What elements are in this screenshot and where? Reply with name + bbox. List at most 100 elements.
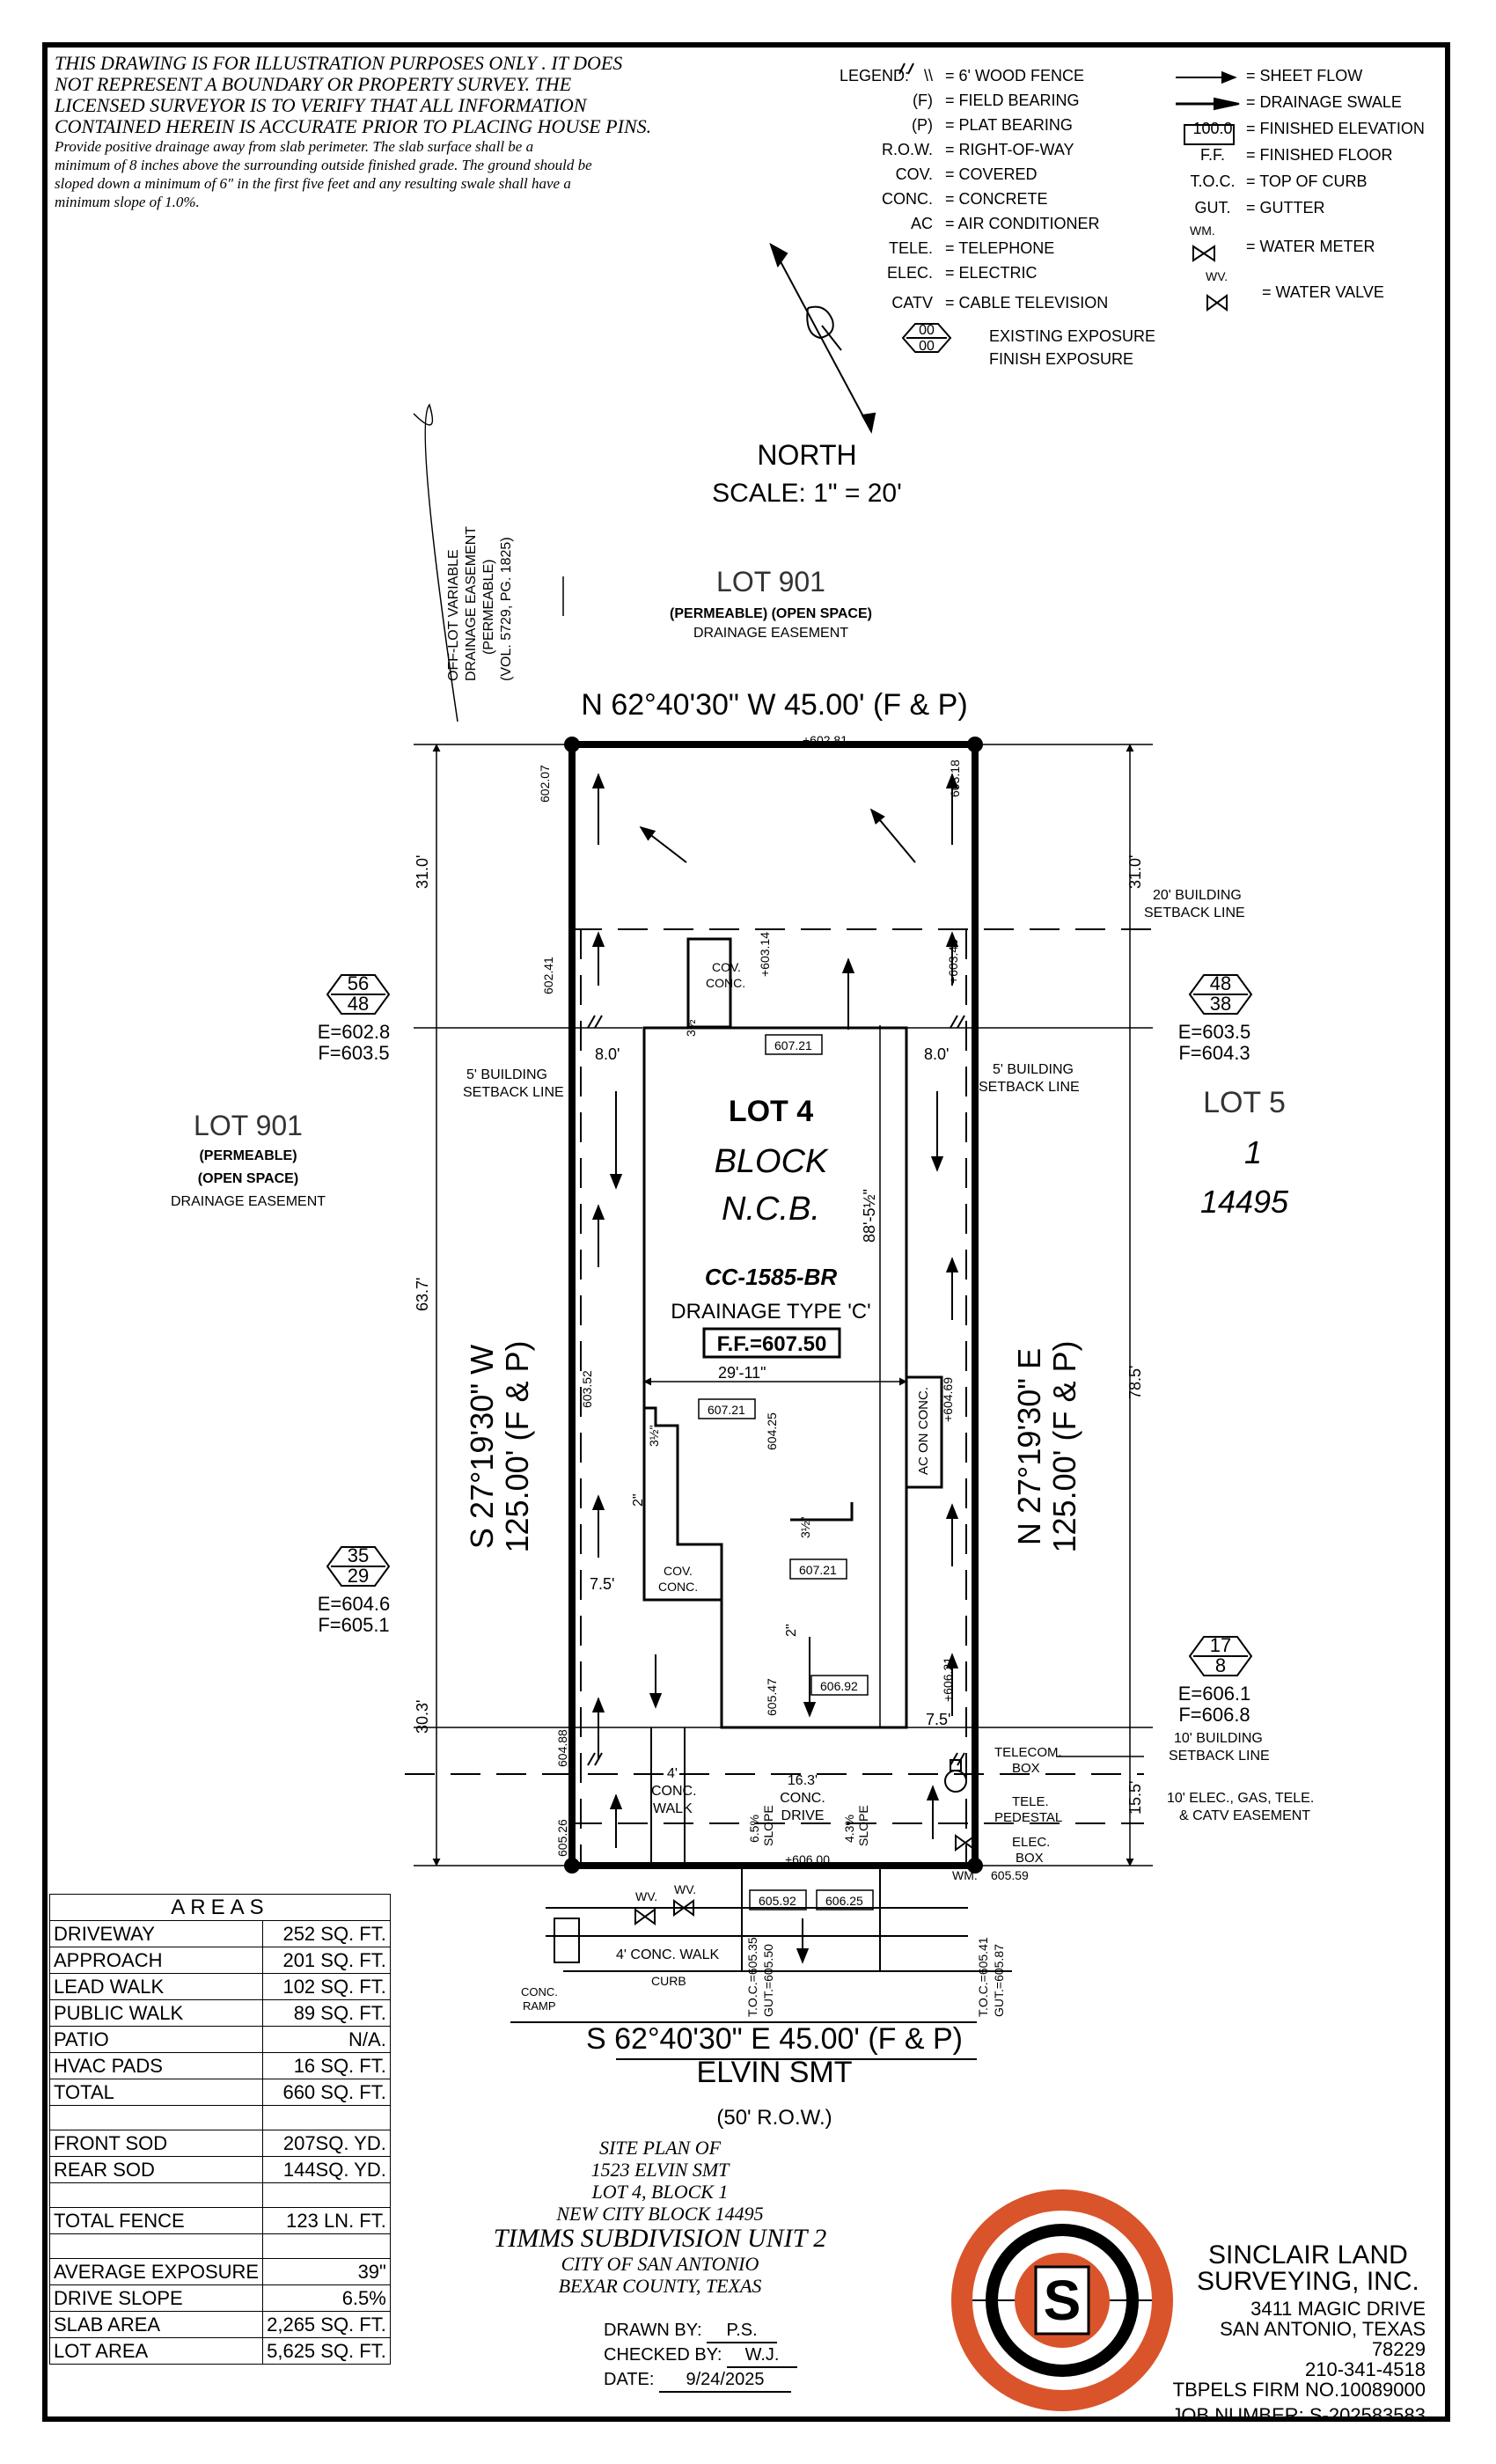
legend-code: AC: [910, 215, 933, 232]
title-block: SITE PLAN OF 1523 ELVIN SMT LOT 4, BLOCK…: [458, 2137, 862, 2297]
title-line: CITY OF SAN ANTONIO: [561, 2253, 759, 2275]
cov-conc-front: CONC.: [706, 976, 745, 990]
easement-label: 10' ELEC., GAS, TELE.: [1167, 1791, 1314, 1806]
drive-label: 16.3': [788, 1773, 818, 1788]
plan-number: CC-1585-BR: [705, 1264, 837, 1290]
exposure-finish: 48: [348, 993, 369, 1015]
curb-label: CURB: [651, 1974, 686, 1988]
lot901-left-sub: (OPEN SPACE): [198, 1171, 298, 1186]
lot5-ncb: 14495: [1200, 1184, 1289, 1220]
setback-5-left: 5' BUILDING: [466, 1067, 547, 1082]
legend-code: TELE.: [888, 239, 933, 257]
legend-desc: = 6' WOOD FENCE: [945, 67, 1084, 84]
elevation: 602.41: [541, 957, 555, 994]
north-arrow-icon: [769, 242, 876, 434]
legend-symbols: [898, 62, 1240, 353]
step-label: 3½": [798, 1517, 812, 1538]
lot5-block: 1: [1244, 1134, 1262, 1170]
company-name-line: SURVEYING, INC.: [1197, 2267, 1419, 2296]
elevation: +606.21: [941, 1657, 955, 1702]
off-lot-label: OFF-LOT VARIABLE: [446, 549, 461, 681]
cov-conc-rear: CONC.: [658, 1580, 698, 1594]
cov-conc-rear: COV.: [664, 1564, 693, 1578]
disclaimer-line: THIS DRAWING IS FOR ILLUSTRATION PURPOSE…: [55, 52, 623, 74]
exposure-e: E=606.1: [1178, 1683, 1251, 1705]
walk-label: 4': [667, 1766, 678, 1781]
slope-left: 6.5%: [747, 1815, 761, 1843]
setback-5-left: SETBACK LINE: [463, 1085, 564, 1100]
elevation: +603.14: [758, 932, 772, 977]
slope-word: SLOPE: [856, 1805, 870, 1846]
lot901-left-sub: (PERMEABLE): [199, 1148, 297, 1163]
lot5-label: LOT 5: [1203, 1086, 1286, 1119]
fence-symbol: [898, 62, 914, 75]
elevation-box: [789, 1558, 847, 1580]
dim-8-left: 8.0': [595, 1045, 620, 1063]
dim-7-5-right: 7.5': [926, 1711, 950, 1728]
lot901-top-label: LOT 901: [716, 566, 825, 598]
ac-label: AC ON CONC.: [916, 1387, 931, 1475]
water-valve-label: WV.: [635, 1889, 657, 1903]
lot901-top-sub: (PERMEABLE) (OPEN SPACE): [670, 606, 872, 621]
elevation-box: [749, 1889, 807, 1910]
elevation: 605.92: [759, 1894, 796, 1908]
areas-label: REAR SOD: [48, 2156, 264, 2183]
off-lot-label: (VOL. 5729, PG. 1825): [499, 537, 514, 681]
exposure-f: F=606.8: [1178, 1704, 1250, 1726]
off-lot-label: (PERMEABLE): [481, 560, 496, 655]
legend-desc: = FIELD BEARING: [945, 92, 1080, 109]
dim-78-5: 78.5': [1126, 1366, 1144, 1399]
driveway: [510, 1727, 1012, 2060]
areas-label: APPROACH: [48, 1947, 264, 1974]
areas-value: 2,265 SQ. FT.: [262, 2311, 391, 2338]
checked-label: CHECKED BY:: [604, 2345, 722, 2365]
exposure-f: F=604.3: [1178, 1042, 1250, 1064]
dim-63-7: 63.7': [414, 1278, 431, 1311]
drainage-note: minimum of 8 inches above the surroundin…: [55, 157, 592, 173]
ac-pad: [905, 1375, 943, 1489]
elevation: +603.46: [946, 939, 960, 984]
dim-29-11: 29'-11": [718, 1364, 766, 1382]
title-line: 1523 ELVIN SMT: [590, 2159, 730, 2181]
areas-value: 102 SQ. FT.: [262, 1973, 391, 2000]
elevation: 607.21: [799, 1563, 837, 1577]
setback-lines: [405, 928, 1153, 1866]
legend-code: COV.: [895, 165, 933, 183]
house-footprint: [642, 937, 943, 1729]
exposure-bottom: 00: [919, 339, 935, 354]
exposure-f: F=605.1: [318, 1614, 389, 1636]
legend-code: CONC.: [882, 190, 933, 208]
legend-code: F.F.: [1199, 146, 1225, 164]
lot4-label: LOT 4: [729, 1095, 813, 1128]
legend-desc: = PLAT BEARING: [945, 116, 1073, 134]
legend-desc: = ELECTRIC: [945, 264, 1038, 282]
areas-value: 5,625 SQ. FT.: [262, 2337, 391, 2365]
legend-desc: = GUTTER: [1246, 199, 1325, 216]
areas-label: TOTAL: [48, 2079, 264, 2106]
exposure-existing: 17: [1210, 1634, 1231, 1656]
exposure-finish: 38: [1210, 993, 1231, 1015]
job-number: S-202583583: [1309, 2404, 1426, 2426]
areas-label: PATIO: [48, 2026, 264, 2053]
legend-desc: = WATER VALVE: [1262, 283, 1384, 301]
disclaimer-line: LICENSED SURVEYOR IS TO VERIFY THAT ALL …: [55, 94, 587, 116]
legend-desc: = CONCRETE: [945, 190, 1048, 208]
water-meter-label: WM.: [952, 1868, 978, 1882]
exposure-finish: 8: [1215, 1654, 1226, 1676]
disclaimer-line: NOT REPRESENT A BOUNDARY OR PROPERTY SUR…: [55, 73, 572, 95]
title-line: BEXAR COUNTY, TEXAS: [558, 2275, 762, 2297]
exposure-existing: 35: [348, 1544, 369, 1566]
block-label: BLOCK: [715, 1143, 829, 1180]
address-line: 3411 MAGIC DRIVE: [1250, 2298, 1426, 2320]
exposure-markers: [326, 974, 1253, 1676]
utility-symbols: [634, 1759, 976, 1925]
title-line: LOT 4, BLOCK 1: [591, 2181, 729, 2203]
title-subdivision: TIMMS SUBDIVISION UNIT 2: [493, 2224, 827, 2253]
